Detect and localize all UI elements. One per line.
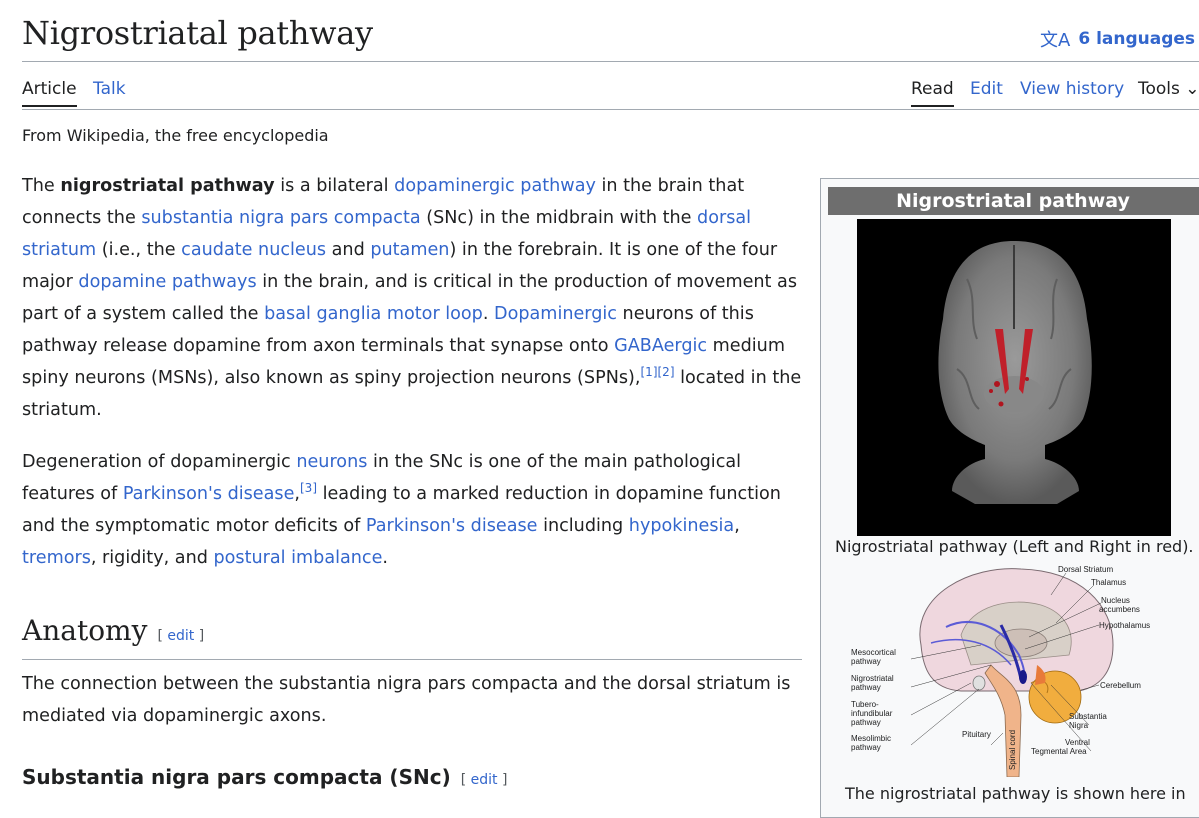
link-parkinsons-disease[interactable]: Parkinson's disease [122, 484, 295, 504]
label-substantia: Substantia [1069, 712, 1107, 721]
label-mesolimbic-pathway: pathway [851, 743, 881, 752]
title-divider [22, 61, 1199, 62]
infobox: Nigrostriatal pathway Nigrostriatal path… [820, 178, 1199, 818]
label-hypothalamus: Hypothalamus [1099, 621, 1150, 630]
page-title: Nigrostriatal pathway [22, 14, 373, 52]
diagram-caption: The nigrostriatal pathway is shown here … [845, 784, 1186, 803]
tab-view-history[interactable]: View history [1020, 79, 1125, 99]
link-parkinsons-disease-2[interactable]: Parkinson's disease [365, 516, 538, 536]
label-tubero-pathway: pathway [851, 718, 881, 727]
reference-1[interactable]: [1] [640, 365, 658, 380]
edit-section-anatomy: [ edit ] [157, 628, 205, 644]
link-tremors[interactable]: tremors [22, 548, 91, 568]
link-substantia-nigra-pars-compacta[interactable]: substantia nigra pars compacta [141, 208, 421, 228]
link-putamen[interactable]: putamen [370, 240, 450, 260]
link-neurons[interactable]: neurons [296, 452, 368, 472]
label-accumbens: accumbens [1099, 605, 1140, 614]
degeneration-paragraph: Degeneration of dopaminergic neurons in … [22, 452, 781, 568]
reference-2[interactable]: [2] [657, 365, 675, 380]
tools-label: Tools [1138, 79, 1180, 99]
language-count: 6 languages [1078, 29, 1196, 49]
link-dorsal-striatum[interactable]: dorsal striatum [22, 208, 752, 260]
label-nucleus: Nucleus [1101, 596, 1130, 605]
label-tubero: Tubero- [851, 700, 879, 709]
link-dopamine-pathways[interactable]: dopamine pathways [78, 272, 257, 292]
label-cerebellum: Cerebellum [1100, 681, 1141, 690]
reference-3[interactable]: [3] [300, 481, 317, 496]
intro-paragraph: The nigrostriatal pathway is a bilateral… [22, 176, 802, 420]
link-dopaminergic-pathway[interactable]: dopaminergic pathway [394, 176, 596, 196]
label-nigrostriatal-pathway: pathway [851, 683, 881, 692]
link-postural-imbalance[interactable]: postural imbalance [213, 548, 383, 568]
infobox-title: Nigrostriatal pathway [828, 187, 1199, 215]
section-heading-snc: Substantia nigra pars compacta (SNc)[ ed… [22, 765, 508, 789]
edit-anatomy-link[interactable]: edit [167, 628, 195, 644]
tab-talk[interactable]: Talk [93, 79, 126, 99]
tab-edit[interactable]: Edit [970, 79, 1003, 99]
label-mesocortical-pathway: pathway [851, 657, 881, 666]
label-dorsal-striatum: Dorsal Striatum [1058, 565, 1113, 574]
label-mesolimbic: Mesolimbic [851, 734, 891, 743]
label-mesocortical: Mesocortical [851, 648, 896, 657]
edit-section-snc: [ edit ] [460, 772, 508, 788]
anatomy-paragraph: The connection between the substantia ni… [22, 674, 791, 726]
label-nigrostriatal: Nigrostriatal [851, 674, 894, 683]
article-body: The nigrostriatal pathway is a bilateral… [22, 170, 812, 795]
tools-menu[interactable]: Tools ⌄ [1138, 79, 1199, 99]
section-heading-anatomy: Anatomy[ edit ] [22, 614, 802, 660]
language-button[interactable]: 文A 6 languages ⌄ [1040, 26, 1199, 52]
link-gabaergic[interactable]: GABAergic [614, 336, 708, 356]
chevron-down-icon: ⌄ [1185, 79, 1199, 99]
label-ventral: Ventral [1065, 738, 1090, 747]
tabs-divider [22, 109, 1199, 110]
tab-article[interactable]: Article [22, 79, 77, 107]
edit-snc-link[interactable]: edit [470, 772, 498, 788]
label-tegmental-area: Tegmental Area [1031, 747, 1087, 756]
translate-icon: 文A [1040, 30, 1071, 51]
pathway-diagram[interactable]: Dorsal Striatum Thalamus Nucleus accumbe… [851, 565, 1171, 777]
mri-image[interactable] [857, 219, 1171, 536]
link-dopaminergic[interactable]: Dopaminergic [494, 304, 617, 324]
label-pituitary: Pituitary [962, 730, 991, 739]
link-basal-ganglia-motor-loop[interactable]: basal ganglia motor loop [264, 304, 483, 324]
label-spinal-cord: Spinal cord [1008, 730, 1017, 770]
tab-read[interactable]: Read [911, 79, 954, 107]
mri-caption: Nigrostriatal pathway (Left and Right in… [835, 537, 1194, 556]
bold-term: nigrostriatal pathway [60, 176, 275, 196]
label-nigra: Nigra [1069, 721, 1089, 730]
label-infundibular: infundibular [851, 709, 893, 718]
link-hypokinesia[interactable]: hypokinesia [628, 516, 735, 536]
tagline: From Wikipedia, the free encyclopedia [22, 126, 329, 145]
link-caudate-nucleus[interactable]: caudate nucleus [181, 240, 327, 260]
label-thalamus: Thalamus [1091, 578, 1126, 587]
